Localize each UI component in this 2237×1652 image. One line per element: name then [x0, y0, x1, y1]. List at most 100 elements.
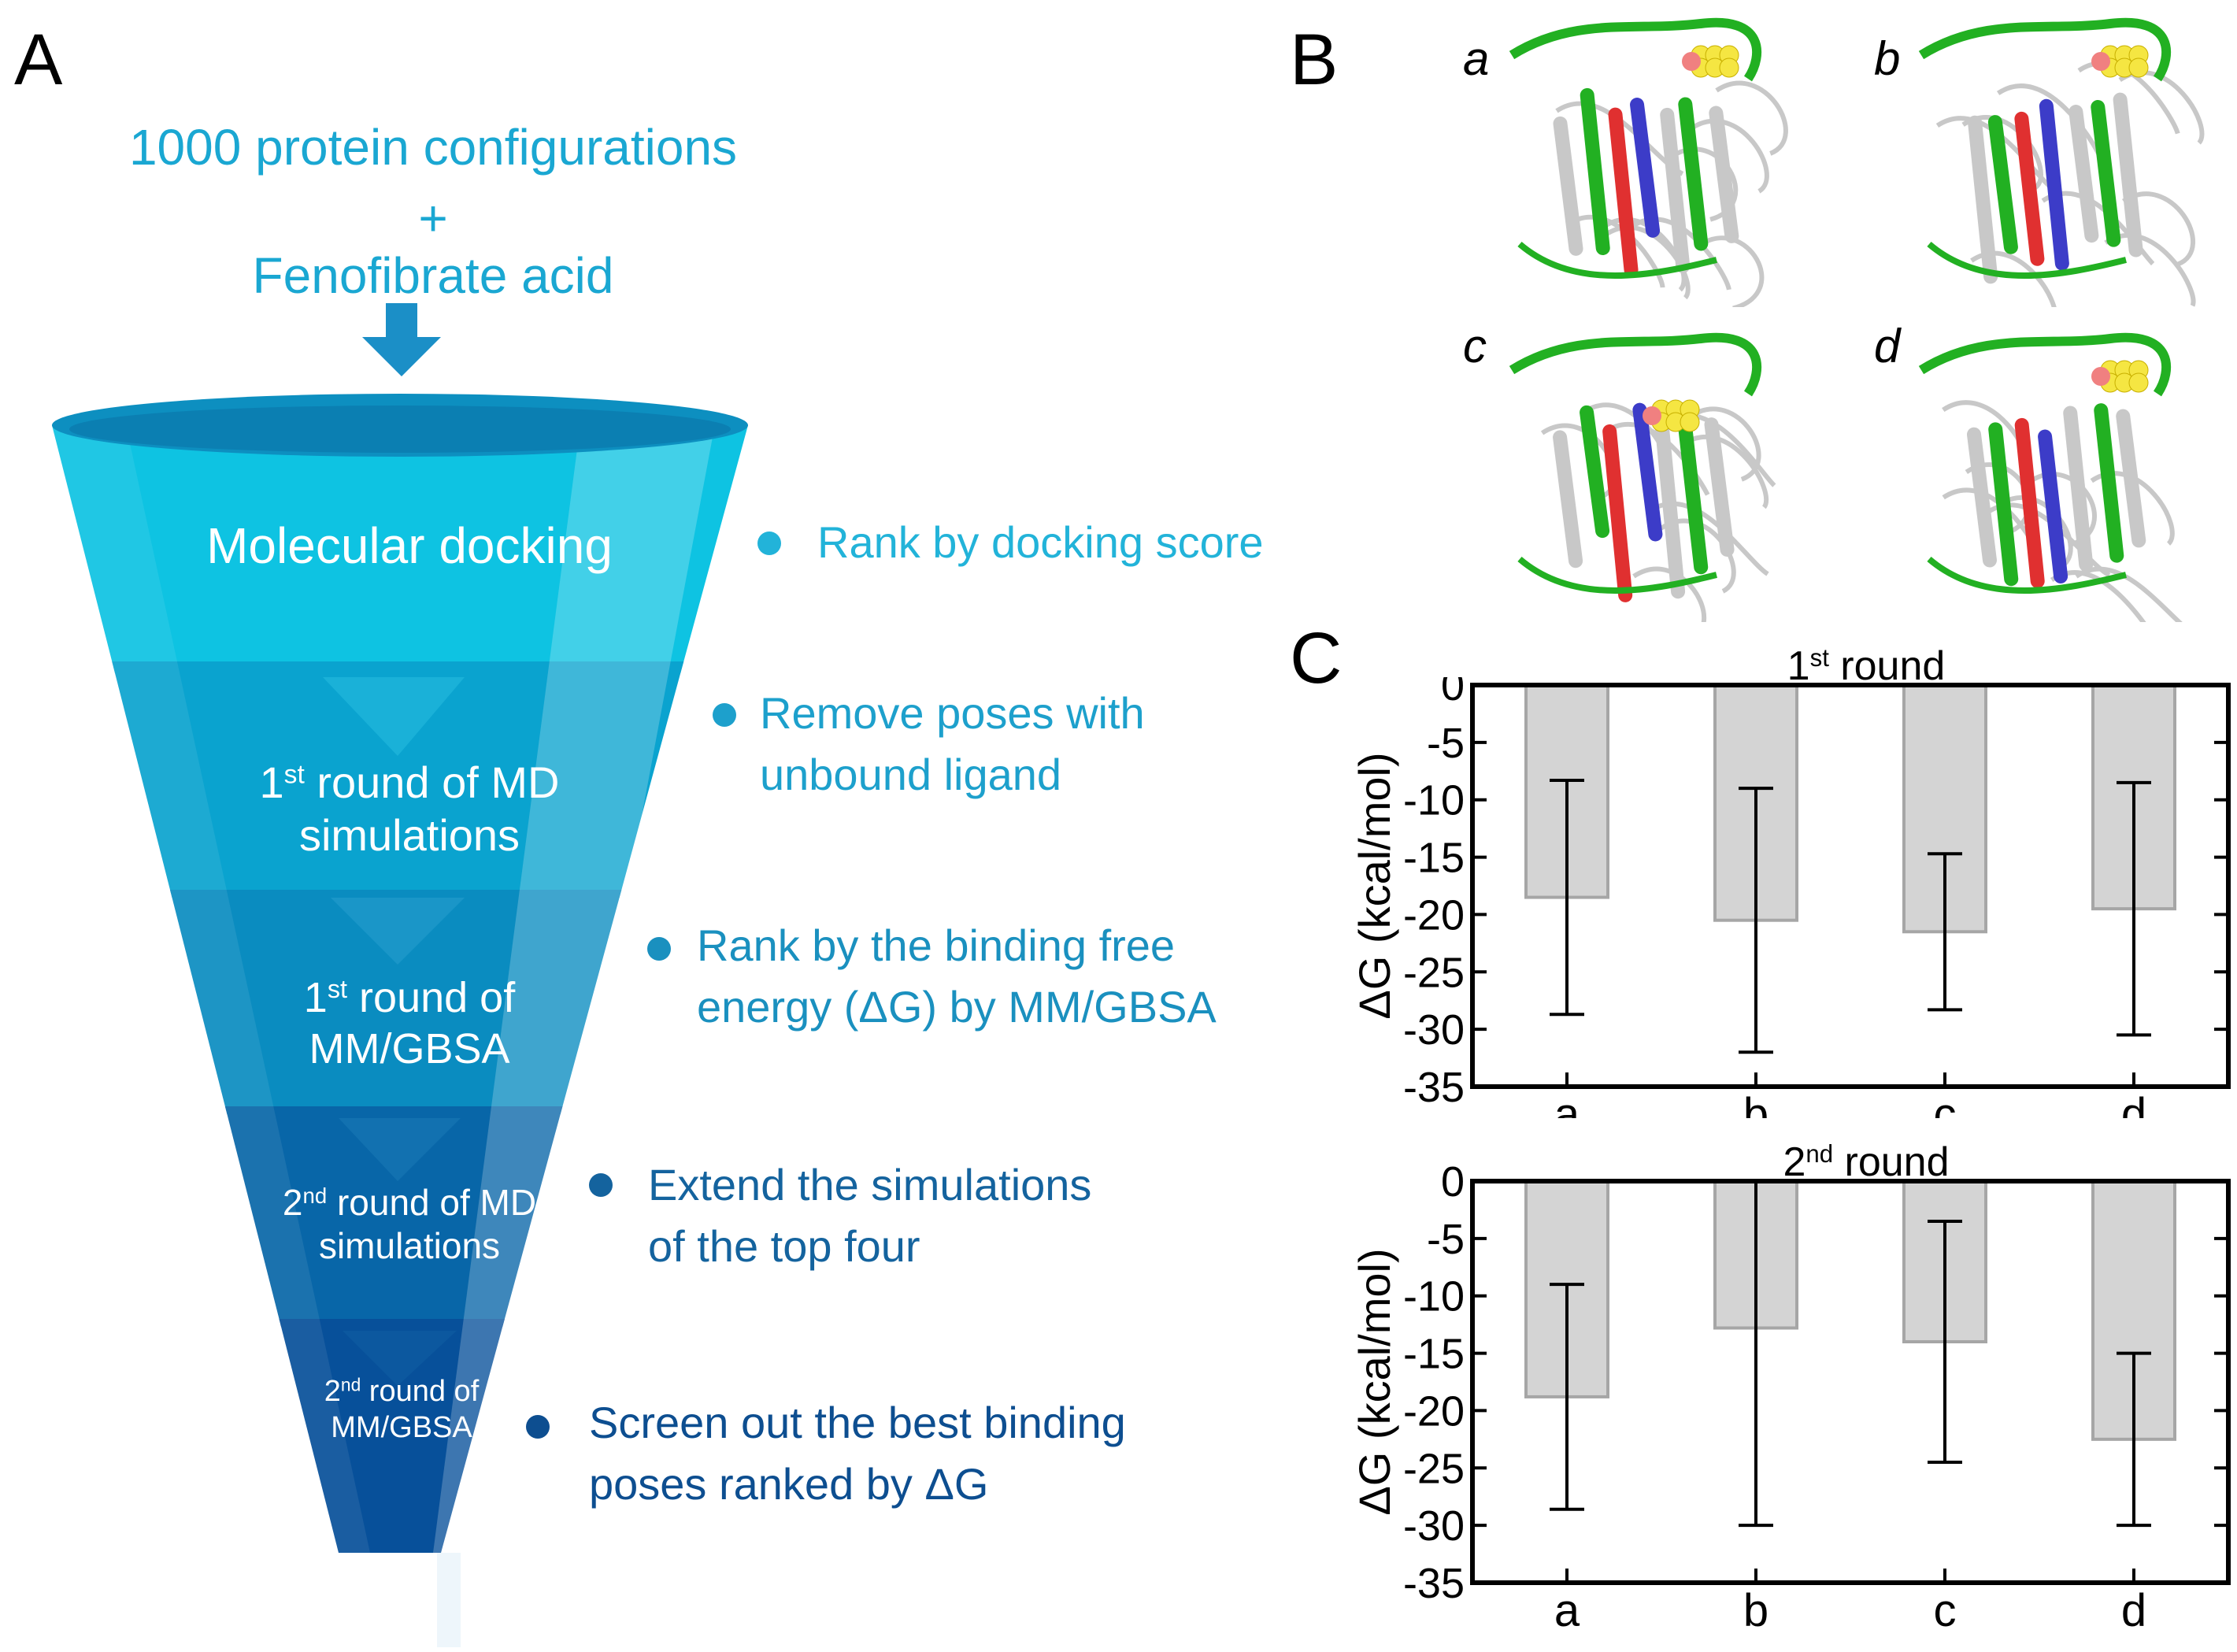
beta-strand [1632, 402, 1663, 542]
protein-structure-b [1918, 17, 2205, 307]
chart2-title-sup: nd [1806, 1139, 1834, 1168]
beta-strand [2014, 111, 2045, 266]
beta-strand [1553, 116, 1583, 256]
y-tick-label: -35 [1403, 1560, 1465, 1607]
y-tick-label: -25 [1403, 949, 1465, 996]
x-tick-label: d [2121, 1089, 2146, 1118]
x-tick-label: c [1934, 1585, 1957, 1636]
coil-segment [2118, 70, 2205, 145]
bullet-dot-3 [647, 937, 671, 961]
step-5-line-2: poses ranked by ΔG [589, 1459, 989, 1509]
beta-strand [1608, 107, 1639, 277]
y-tick-label: 0 [1441, 677, 1465, 709]
beta-strand [1988, 422, 2019, 587]
stage-mmgbsa1-sup: st [327, 975, 348, 1004]
beta-strand [1704, 417, 1735, 557]
y-tick-label: -20 [1403, 1387, 1465, 1435]
coil-segment [1698, 235, 1765, 307]
beta-strand [1968, 115, 1998, 284]
beta-strand [2116, 409, 2146, 548]
ligand-atom [1680, 412, 1700, 432]
stage-md2: 2nd round of MD simulations [189, 1181, 630, 1268]
protein-structure-d [1918, 332, 2183, 622]
chevron-arrow-1 [323, 677, 465, 756]
coil-segment [2122, 191, 2196, 267]
loop-segment [1517, 241, 1717, 279]
x-tick-label: d [2121, 1585, 2146, 1636]
step-remove-unbound: Remove poses with unbound ligand [760, 683, 1145, 806]
chevron-arrow-4 [343, 1331, 457, 1386]
coil-segment [1715, 80, 1788, 156]
beta-strand [2014, 417, 2045, 589]
step-3-line-2: energy (ΔG) by MM/GBSA [697, 982, 1217, 1032]
beta-strand [2039, 98, 2069, 271]
plot-frame [1470, 1179, 2231, 1585]
stage-mmgbsa2: 2nd round of MM/GBSA [260, 1374, 543, 1446]
x-tick-label: c [1934, 1089, 1957, 1118]
y-tick-label: -10 [1403, 1273, 1465, 1320]
y-tick-label: -15 [1403, 1331, 1465, 1378]
stage-mmgbsa1: 1st round of MM/GBSA [157, 972, 661, 1075]
y-tick-label: -5 [1427, 720, 1465, 767]
coil-segment [1632, 566, 1707, 622]
loop-segment [1927, 241, 2127, 279]
step-rank-docking: Rank by docking score [817, 512, 1264, 573]
funnel-highlight [433, 437, 713, 1553]
y-tick-label: -10 [1403, 777, 1465, 824]
loop-segment [1927, 556, 2127, 594]
input-proteins-text: 1000 protein configurations [128, 119, 738, 176]
beta-strand [1580, 87, 1610, 256]
chart1-title-text: round [1828, 643, 1946, 689]
stage-mmgbsa1-line2: MM/GBSA [309, 1024, 510, 1072]
stage-md1-sup: st [283, 760, 305, 790]
structure-label-d: d [1874, 320, 1901, 372]
ligand-atom [1719, 57, 1739, 78]
beta-strand [1580, 405, 1610, 539]
chart1-title-sup: st [1809, 643, 1829, 672]
beta-strand [2091, 99, 2121, 247]
y-tick-label: -30 [1403, 1502, 1465, 1550]
loop-segment [1509, 17, 1762, 82]
stage-mmgbsa1-text: round of [347, 974, 516, 1021]
coil-segment [1681, 435, 1769, 509]
coil-segment [1603, 422, 1710, 496]
step-3-line-1: Rank by the binding free [697, 920, 1176, 970]
panel-label-a: A [14, 20, 63, 100]
beta-strand [1630, 98, 1661, 238]
step-4-line-2: of the top four [648, 1221, 920, 1272]
step-1-line-1: Rank by docking score [817, 517, 1264, 567]
bullet-dot-2 [713, 703, 736, 727]
bullet-dot-1 [757, 532, 781, 555]
stage-md2-text: round of MD [327, 1182, 537, 1223]
stage-mmgbsa2-sup: nd [340, 1374, 361, 1395]
step-screen-out: Screen out the best binding poses ranked… [589, 1392, 1126, 1516]
step-2-line-1: Remove poses with [760, 688, 1145, 738]
chart2-title-num: 2 [1783, 1139, 1806, 1185]
funnel-stem [437, 1553, 461, 1647]
y-tick-label: -30 [1403, 1006, 1465, 1054]
step-5-line-1: Screen out the best binding [589, 1398, 1126, 1447]
y-tick-label: -20 [1403, 891, 1465, 939]
coil-segment [1942, 400, 2031, 475]
stage-mmgbsa1-num: 1 [303, 974, 328, 1021]
panel-label-c: C [1290, 618, 1343, 698]
y-tick-label: 0 [1441, 1158, 1465, 1206]
chart2-title: 2nd round [1685, 1142, 2047, 1183]
y-tick-label: -25 [1403, 1445, 1465, 1492]
structure-label-b: b [1874, 32, 1901, 85]
coil-segment [2075, 566, 2183, 622]
beta-strand [2038, 429, 2068, 583]
stage-md2-num: 2 [282, 1182, 303, 1223]
coil-segment [1996, 83, 2102, 157]
x-tick-label: a [1554, 1585, 1580, 1636]
step-rank-dg: Rank by the binding free energy (ΔG) by … [697, 915, 1217, 1039]
down-arrow-icon [362, 303, 441, 376]
structure-label-a: a [1463, 32, 1490, 85]
stage-md1-text: round of MD [304, 757, 560, 807]
protein-structure-a [1509, 17, 1788, 307]
beta-strand [1966, 427, 1997, 568]
coil-segment [1689, 406, 1761, 482]
beta-strand [1660, 107, 1691, 273]
beta-strand [2063, 406, 2094, 572]
